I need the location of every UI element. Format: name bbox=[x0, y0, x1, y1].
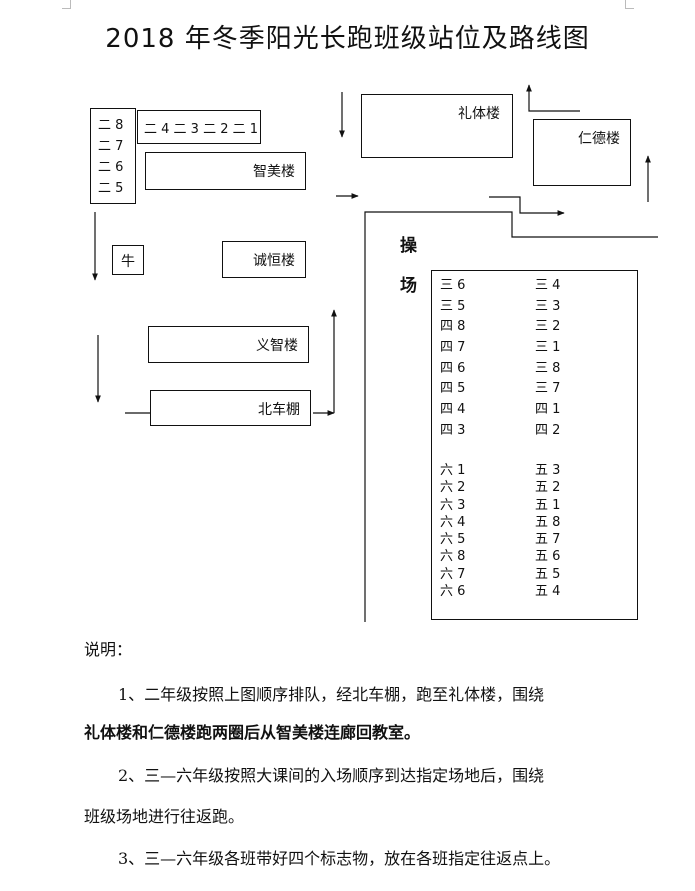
field-class-label: 五 4 bbox=[535, 584, 561, 600]
building-rendelou: 仁德楼 bbox=[533, 119, 631, 186]
building-label: 诚恒楼 bbox=[253, 253, 295, 269]
field-class-label: 六 5 bbox=[440, 532, 466, 548]
page-corner-mark-right bbox=[625, 0, 634, 9]
field-class-label: 六 8 bbox=[440, 549, 466, 565]
building-label: 仁德楼 bbox=[578, 131, 620, 147]
note-3-line-1: 3、三—六年级各班带好四个标志物，放在各班指定往返点上。 bbox=[118, 849, 561, 868]
grade2-horizontal-list: 二 4 二 3 二 2 二 1 bbox=[144, 122, 259, 137]
field-column-right-bottom: 五 3 五 2 五 1 五 8 五 7 五 6 五 5 五 4 bbox=[535, 462, 560, 600]
playground-boundary bbox=[364, 211, 658, 622]
building-label: 牛 bbox=[121, 254, 135, 270]
building-beichepeng: 北车棚 bbox=[150, 390, 311, 426]
building-label: 北车棚 bbox=[258, 402, 300, 418]
field-class-label: 六 3 bbox=[440, 497, 466, 513]
playground-label-2: 场 bbox=[400, 276, 417, 296]
field-class-label: 五 8 bbox=[535, 514, 561, 530]
field-class-label: 六 4 bbox=[440, 514, 466, 530]
building-label: 礼体楼 bbox=[458, 106, 500, 122]
route-arrow bbox=[526, 84, 580, 112]
field-class-label: 三 3 bbox=[535, 298, 561, 314]
field-class-label: 四 6 bbox=[440, 360, 466, 376]
grade2-vertical-list: 二 8 二 7 二 6 二 5 bbox=[98, 115, 123, 199]
playground-label-1: 操 bbox=[400, 236, 417, 256]
field-class-label: 六 7 bbox=[440, 566, 466, 582]
building-label: 义智楼 bbox=[256, 338, 298, 354]
grade2-class-label: 二 8 bbox=[98, 118, 124, 133]
field-class-label: 五 7 bbox=[535, 532, 561, 548]
field-class-label: 四 7 bbox=[440, 340, 466, 356]
field-class-label: 四 5 bbox=[440, 381, 466, 397]
field-class-label: 四 2 bbox=[535, 422, 561, 438]
field-column-right-top: 三 4 三 3 三 2 三 1 三 8 三 7 四 1 四 2 bbox=[535, 276, 560, 442]
field-class-label: 四 8 bbox=[440, 319, 466, 335]
field-class-label: 三 2 bbox=[535, 319, 561, 335]
notes-heading: 说明： bbox=[84, 640, 133, 659]
building-zhimeilou: 智美楼 bbox=[145, 152, 306, 190]
notes-section: 说明： 1、二年级按照上图顺序排队，经北车棚，跑至礼体楼，围绕 礼体楼和仁德楼跑… bbox=[84, 0, 644, 891]
route-arrow bbox=[489, 196, 565, 216]
building-litilou: 礼体楼 bbox=[361, 94, 513, 158]
building-niu: 牛 bbox=[112, 245, 144, 275]
field-class-label: 三 7 bbox=[535, 381, 561, 397]
class-field-box bbox=[431, 270, 638, 620]
grade2-class-label: 二 6 bbox=[98, 160, 124, 175]
field-class-label: 三 8 bbox=[535, 360, 561, 376]
note-1-line-2: 礼体楼和仁德楼跑两圈后从智美楼连廊回教室。 bbox=[84, 723, 421, 742]
grade2-class-label: 二 7 bbox=[98, 139, 124, 154]
page-corner-mark-left bbox=[62, 0, 71, 9]
field-class-label: 五 5 bbox=[535, 566, 561, 582]
field-class-label: 四 1 bbox=[535, 402, 561, 418]
note-2-line-1: 2、三—六年级按照大课间的入场顺序到达指定场地后，围绕 bbox=[118, 766, 545, 785]
grade2-horizontal-box: 二 4 二 3 二 2 二 1 bbox=[137, 110, 261, 144]
document-title: 2018 年冬季阳光长跑班级站位及路线图 bbox=[105, 24, 590, 54]
field-class-label: 四 4 bbox=[440, 402, 466, 418]
field-class-label: 三 5 bbox=[440, 298, 466, 314]
building-yizhilou: 义智楼 bbox=[148, 326, 309, 363]
note-2-line-2: 班级场地进行往返跑。 bbox=[84, 807, 245, 826]
field-class-label: 五 6 bbox=[535, 549, 561, 565]
grade2-vertical-box: 二 8 二 7 二 6 二 5 bbox=[90, 108, 136, 204]
field-column-left-top: 三 6 三 5 四 8 四 7 四 6 四 5 四 4 四 3 bbox=[440, 276, 465, 442]
field-class-label: 四 3 bbox=[440, 422, 466, 438]
field-class-label: 三 4 bbox=[535, 278, 561, 293]
field-class-label: 三 1 bbox=[535, 340, 561, 356]
note-1-line-1: 1、二年级按照上图顺序排队，经北车棚，跑至礼体楼，围绕 bbox=[118, 685, 545, 704]
field-column-left-bottom: 六 1 六 2 六 3 六 4 六 5 六 8 六 7 六 6 bbox=[440, 462, 465, 600]
field-class-label: 三 6 bbox=[440, 278, 466, 293]
grade2-class-label: 二 5 bbox=[98, 181, 124, 196]
field-class-label: 五 3 bbox=[535, 463, 561, 478]
field-class-label: 六 6 bbox=[440, 584, 466, 600]
building-label: 智美楼 bbox=[253, 164, 295, 180]
field-class-label: 五 2 bbox=[535, 480, 561, 496]
field-class-label: 六 2 bbox=[440, 480, 466, 496]
building-chenghenglou: 诚恒楼 bbox=[222, 241, 306, 278]
field-class-label: 五 1 bbox=[535, 497, 561, 513]
field-class-label: 六 1 bbox=[440, 463, 466, 478]
